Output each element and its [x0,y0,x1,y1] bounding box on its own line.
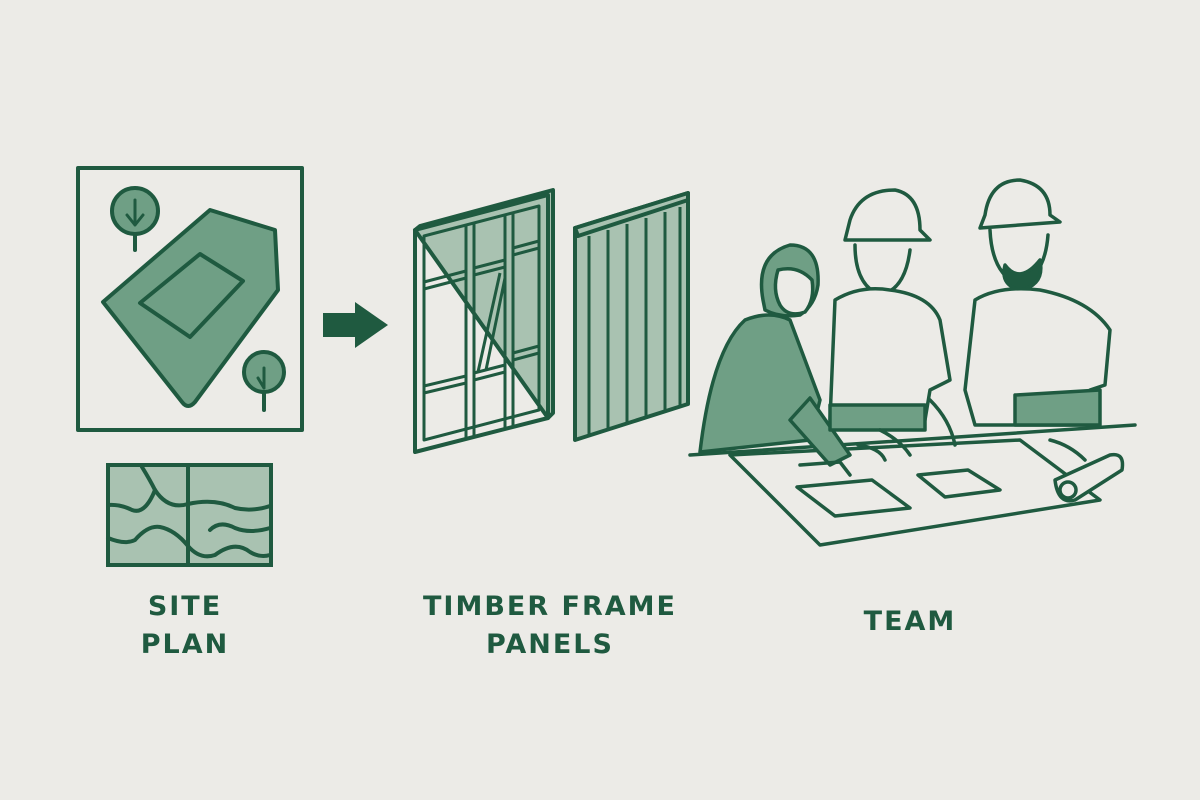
topo-map-icon [106,463,273,567]
blueprint-roll [1053,452,1125,503]
label-line: PANELS [486,629,614,660]
step-label-team: TEAM [830,603,990,641]
label-line: PLAN [140,629,230,660]
team-icon [688,178,1137,547]
sheathed-panel-icon [573,191,690,442]
label-line: TIMBER FRAME [423,591,677,622]
step-label-site-plan: SITE PLAN [120,588,250,664]
tree-icon [110,186,160,252]
timber-frame-icon [413,188,555,454]
step-label-timber-frame-panels: TIMBER FRAME PANELS [400,588,700,664]
tree-icon [242,350,286,412]
arrow-right-icon [323,302,388,348]
site-plan-icon [76,166,304,432]
label-line: SITE [147,591,223,622]
blueprint-sheet [728,438,1102,547]
label-line: TEAM [863,606,957,637]
